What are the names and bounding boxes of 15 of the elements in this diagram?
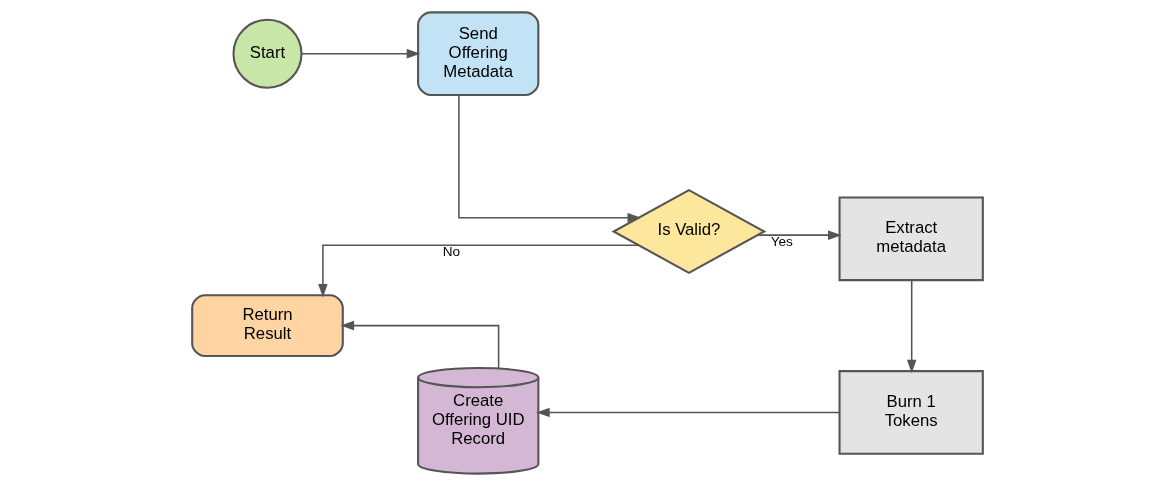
arrow — [300, 48, 420, 59]
arrow — [756, 230, 842, 240]
node-box: Burn 1 Tokens — [838, 370, 984, 455]
node-diamond: Is Valid? — [610, 189, 766, 274]
arrow — [535, 407, 840, 418]
edge-label: No — [442, 244, 460, 260]
node-circle: Start — [231, 18, 302, 89]
arrow — [457, 94, 641, 223]
node-box: Return Result — [190, 294, 344, 357]
edge-label: Yes — [770, 234, 793, 250]
arrow — [906, 279, 916, 374]
node-box: Send Offering Metadata — [416, 11, 539, 97]
node-box: Extract metadata — [838, 196, 984, 282]
arrow — [339, 320, 499, 369]
arrow — [317, 244, 639, 298]
